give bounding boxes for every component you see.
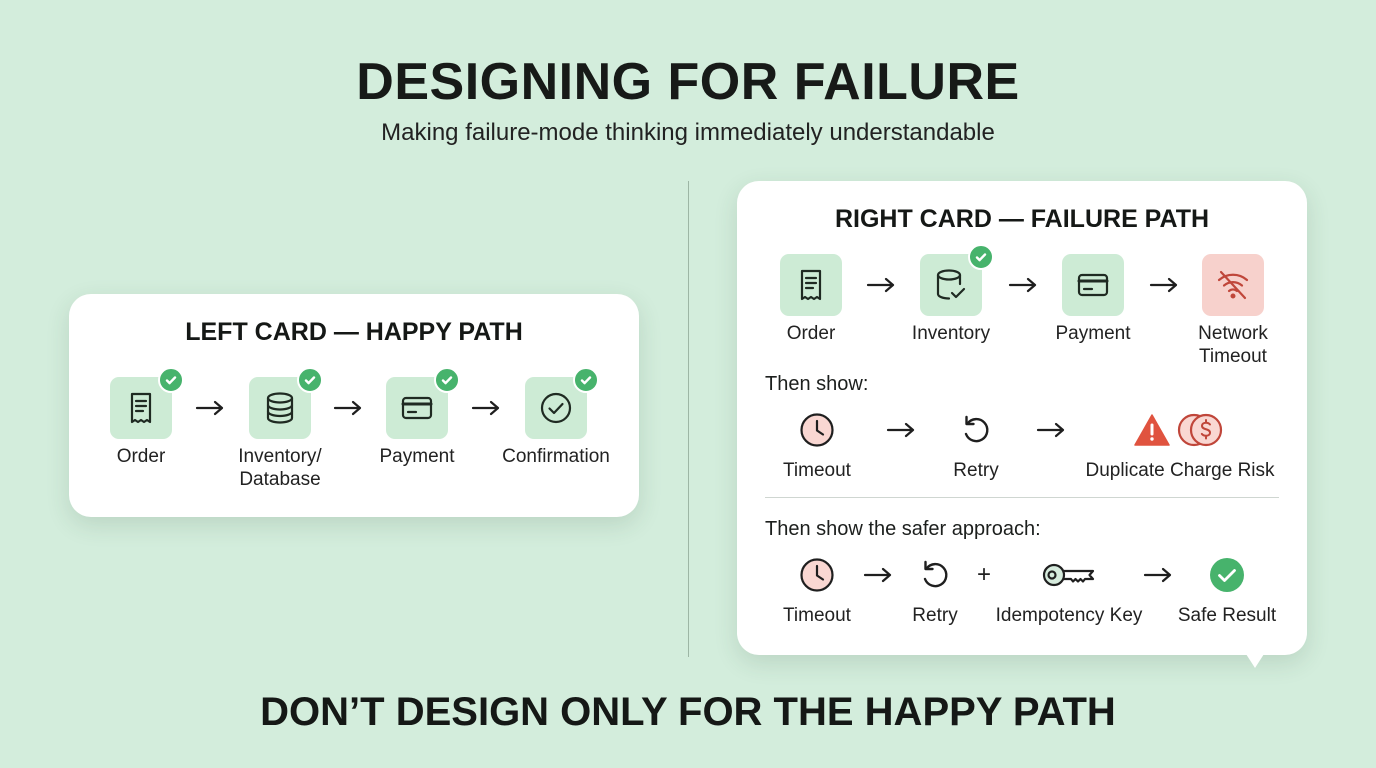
happy-tile-confirmation — [525, 367, 599, 439]
failure-node-network-timeout: Network Timeout — [1158, 254, 1308, 368]
happy-node-database: Inventory/ Database — [205, 367, 355, 491]
failure-node-inventory: Inventory — [876, 244, 1026, 345]
failure-path-card-title: RIGHT CARD — FAILURE PATH — [834, 205, 1210, 233]
check-circle-icon — [540, 392, 572, 424]
safer-step-retry: Retry — [903, 557, 967, 627]
safer-step-timeout: Timeout — [773, 557, 861, 627]
happy-node-label: Order — [116, 446, 166, 467]
card-pointer-tail — [1246, 654, 1264, 668]
safer-step-label: Safe Result — [1177, 605, 1277, 626]
failure-node-payment: Payment — [1018, 254, 1168, 345]
happy-tile-database — [249, 367, 323, 439]
clock-icon — [800, 413, 834, 447]
happy-path-card: LEFT CARD — HAPPY PATH Order Inventory/ … — [69, 294, 639, 517]
wifi-off-icon — [1217, 270, 1249, 300]
receipt-icon — [130, 392, 152, 424]
safer-step-label: Idempotency Key — [995, 605, 1143, 626]
page-title: DESIGNING FOR FAILURE — [356, 53, 1020, 111]
database-check-icon — [936, 269, 966, 300]
warning-coins-icon — [1134, 413, 1223, 447]
check-badge-icon — [434, 367, 460, 393]
arrow-right-icon — [471, 400, 501, 416]
arrow-right-icon — [1149, 277, 1179, 293]
then-step-label: Duplicate Charge Risk — [1085, 460, 1275, 481]
safer-step-label: Retry — [912, 605, 958, 626]
then-step-duplicate-charge-risk: Duplicate Charge Risk — [1075, 412, 1285, 482]
arrow-right-icon — [886, 422, 916, 438]
safer-step-idempotency-key: Idempotency Key — [989, 557, 1149, 627]
arrow-right-icon — [1008, 277, 1038, 293]
retry-icon — [923, 560, 948, 588]
happy-node-label: Confirmation — [502, 446, 610, 467]
arrow-right-icon — [1143, 567, 1173, 583]
check-badge-icon — [573, 367, 599, 393]
credit-card-icon — [1077, 273, 1109, 297]
safer-step-label: Timeout — [783, 605, 851, 626]
arrow-right-icon — [863, 567, 893, 583]
retry-icon — [964, 415, 989, 443]
check-circle-filled-icon — [1210, 558, 1244, 592]
plus-symbol: + — [977, 561, 992, 588]
happy-tile-payment — [386, 367, 460, 439]
happy-path-card-title: LEFT CARD — HAPPY PATH — [185, 318, 523, 346]
safer-step-safe-result: Safe Result — [1172, 557, 1282, 627]
key-icon — [1042, 563, 1095, 587]
happy-node-label: Inventory/ Database — [238, 446, 322, 490]
clock-icon — [800, 558, 834, 592]
failure-tile-payment — [1062, 254, 1124, 316]
center-divider — [688, 181, 689, 657]
then-step-timeout: Timeout — [773, 412, 861, 482]
page-subtitle: Making failure-mode thinking immediately… — [381, 119, 995, 146]
arrow-right-icon — [1036, 422, 1066, 438]
receipt-icon — [800, 269, 822, 301]
happy-node-order: Order — [66, 367, 216, 468]
happy-node-payment: Payment — [342, 367, 492, 468]
then-step-retry: Retry — [941, 412, 1011, 482]
then-show-label: Then show: — [765, 373, 869, 395]
failure-node-label: Inventory — [911, 323, 991, 344]
failure-tile-order — [780, 254, 842, 316]
check-badge-icon — [968, 244, 994, 270]
happy-node-confirmation: Confirmation — [481, 367, 631, 468]
safer-approach-label: Then show the safer approach: — [765, 518, 1041, 540]
check-badge-icon — [297, 367, 323, 393]
failure-tile-network-timeout — [1202, 254, 1264, 316]
failure-tile-inventory — [920, 244, 994, 316]
arrow-right-icon — [866, 277, 896, 293]
failure-node-order: Order — [736, 254, 886, 345]
failure-node-label: Order — [786, 323, 836, 344]
section-divider — [765, 497, 1279, 498]
bottom-tagline: DON’T DESIGN ONLY FOR THE HAPPY PATH — [260, 690, 1116, 734]
database-icon — [266, 392, 294, 424]
then-step-label: Timeout — [783, 460, 851, 481]
check-badge-icon — [158, 367, 184, 393]
arrow-right-icon — [333, 400, 363, 416]
happy-tile-order — [110, 367, 184, 439]
happy-node-label: Payment — [379, 446, 455, 467]
then-step-label: Retry — [953, 460, 999, 481]
arrow-right-icon — [195, 400, 225, 416]
failure-node-label: Payment — [1055, 323, 1131, 344]
failure-path-card: RIGHT CARD — FAILURE PATH Order Inventor… — [737, 181, 1307, 655]
credit-card-icon — [401, 396, 433, 420]
failure-node-label: Network Timeout — [1198, 323, 1268, 367]
